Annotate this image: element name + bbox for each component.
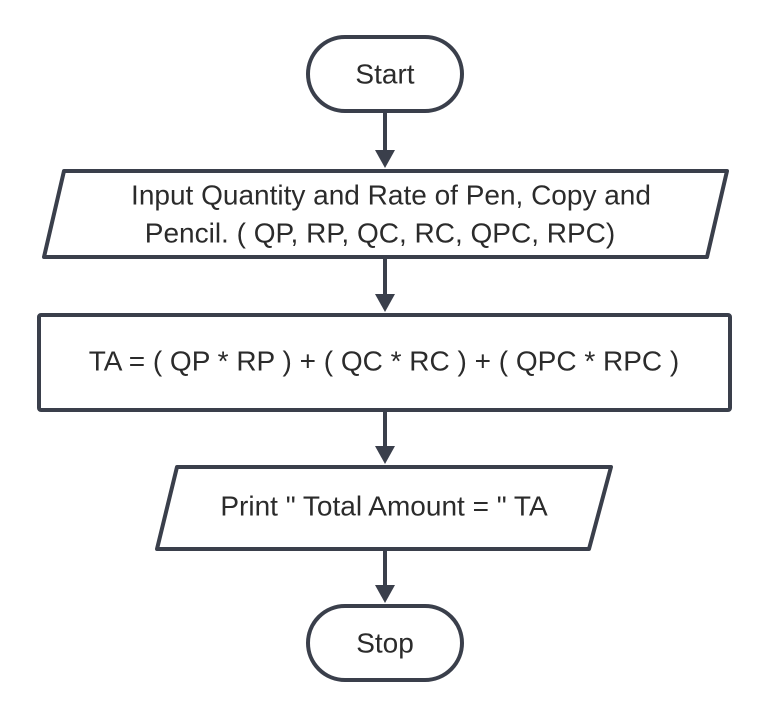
input-node: Input Quantity and Rate of Pen, Copy and… <box>42 169 729 259</box>
start-node: Start <box>306 35 464 113</box>
connector-process-to-output <box>375 411 395 464</box>
connector-output-to-stop <box>375 550 395 603</box>
start-label: Start <box>355 59 414 90</box>
output-node: Print " Total Amount = " TA <box>155 465 613 551</box>
process-node: TA = ( QP * RP ) + ( QC * RC ) + ( QPC *… <box>37 313 732 412</box>
input-label-line-1: Input Quantity and Rate of Pen, Copy and <box>131 180 651 211</box>
input-label-line-2: Pencil. ( QP, RP, QC, RC, QPC, RPC) <box>145 218 615 249</box>
connector-start-to-input <box>375 112 395 168</box>
output-label: Print " Total Amount = " TA <box>220 491 548 522</box>
connector-input-to-process <box>375 258 395 312</box>
stop-node: Stop <box>306 604 464 682</box>
process-label: TA = ( QP * RP ) + ( QC * RC ) + ( QPC *… <box>89 346 679 377</box>
stop-label: Stop <box>356 628 414 659</box>
